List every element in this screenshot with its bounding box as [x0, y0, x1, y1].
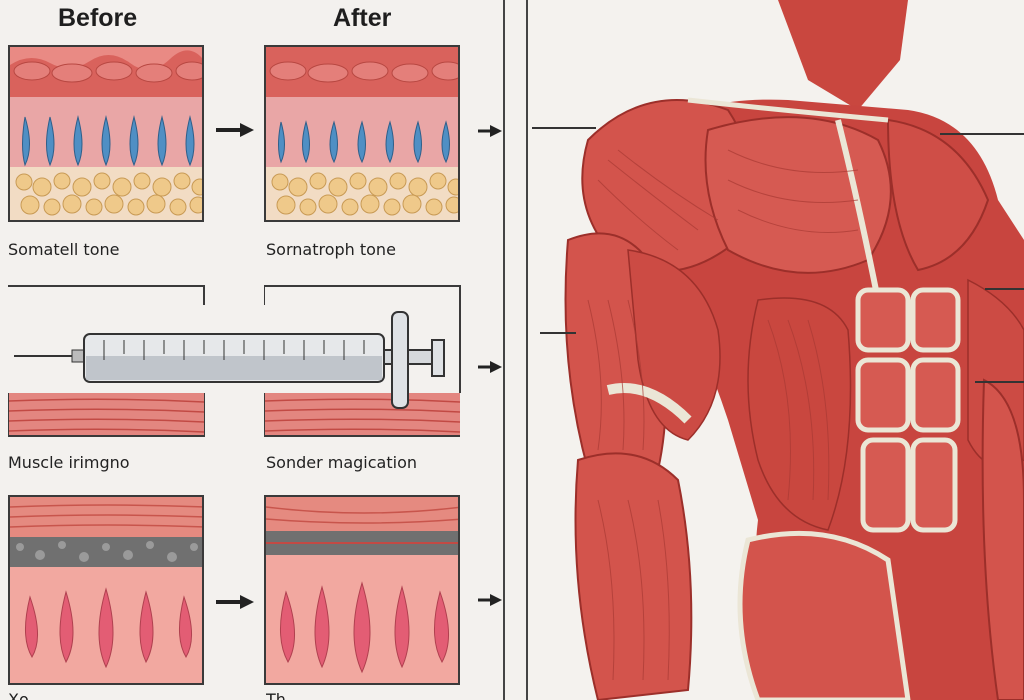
- arrow-right-icon: [478, 124, 502, 138]
- after-header: After: [333, 4, 392, 32]
- arrow-right-icon: [478, 593, 502, 607]
- after-panel-tissue: [264, 45, 460, 222]
- arrow-right-icon: [216, 594, 256, 610]
- divider-left: [503, 0, 505, 700]
- divider-right: [526, 0, 528, 700]
- leader-line: [975, 381, 1024, 383]
- syringe-icon: [14, 310, 454, 410]
- caption-before-row3: Xo...: [8, 690, 44, 700]
- before-header: Before: [58, 4, 138, 32]
- arrow-right-icon: [478, 360, 502, 374]
- caption-after-row1: Sornatroph tone: [266, 240, 396, 259]
- caption-before-row2: Muscle irimgno: [8, 453, 130, 472]
- caption-after-row2: Sonder magication: [266, 453, 417, 472]
- leader-line: [940, 133, 1024, 135]
- before-panel-syringe: [8, 285, 206, 437]
- before-panel-fibers: [8, 495, 204, 685]
- after-panel-fibers: [264, 495, 460, 685]
- after-panel-syringe: [264, 285, 462, 437]
- before-panel-tissue: [8, 45, 204, 222]
- leader-line: [540, 332, 576, 334]
- muscle-anatomy-illustration: [528, 0, 1024, 700]
- leader-line: [532, 127, 596, 129]
- arrow-right-icon: [216, 122, 256, 138]
- leader-line: [985, 288, 1024, 290]
- caption-before-row1: Somatell tone: [8, 240, 120, 259]
- caption-after-row3: Th...: [266, 690, 302, 700]
